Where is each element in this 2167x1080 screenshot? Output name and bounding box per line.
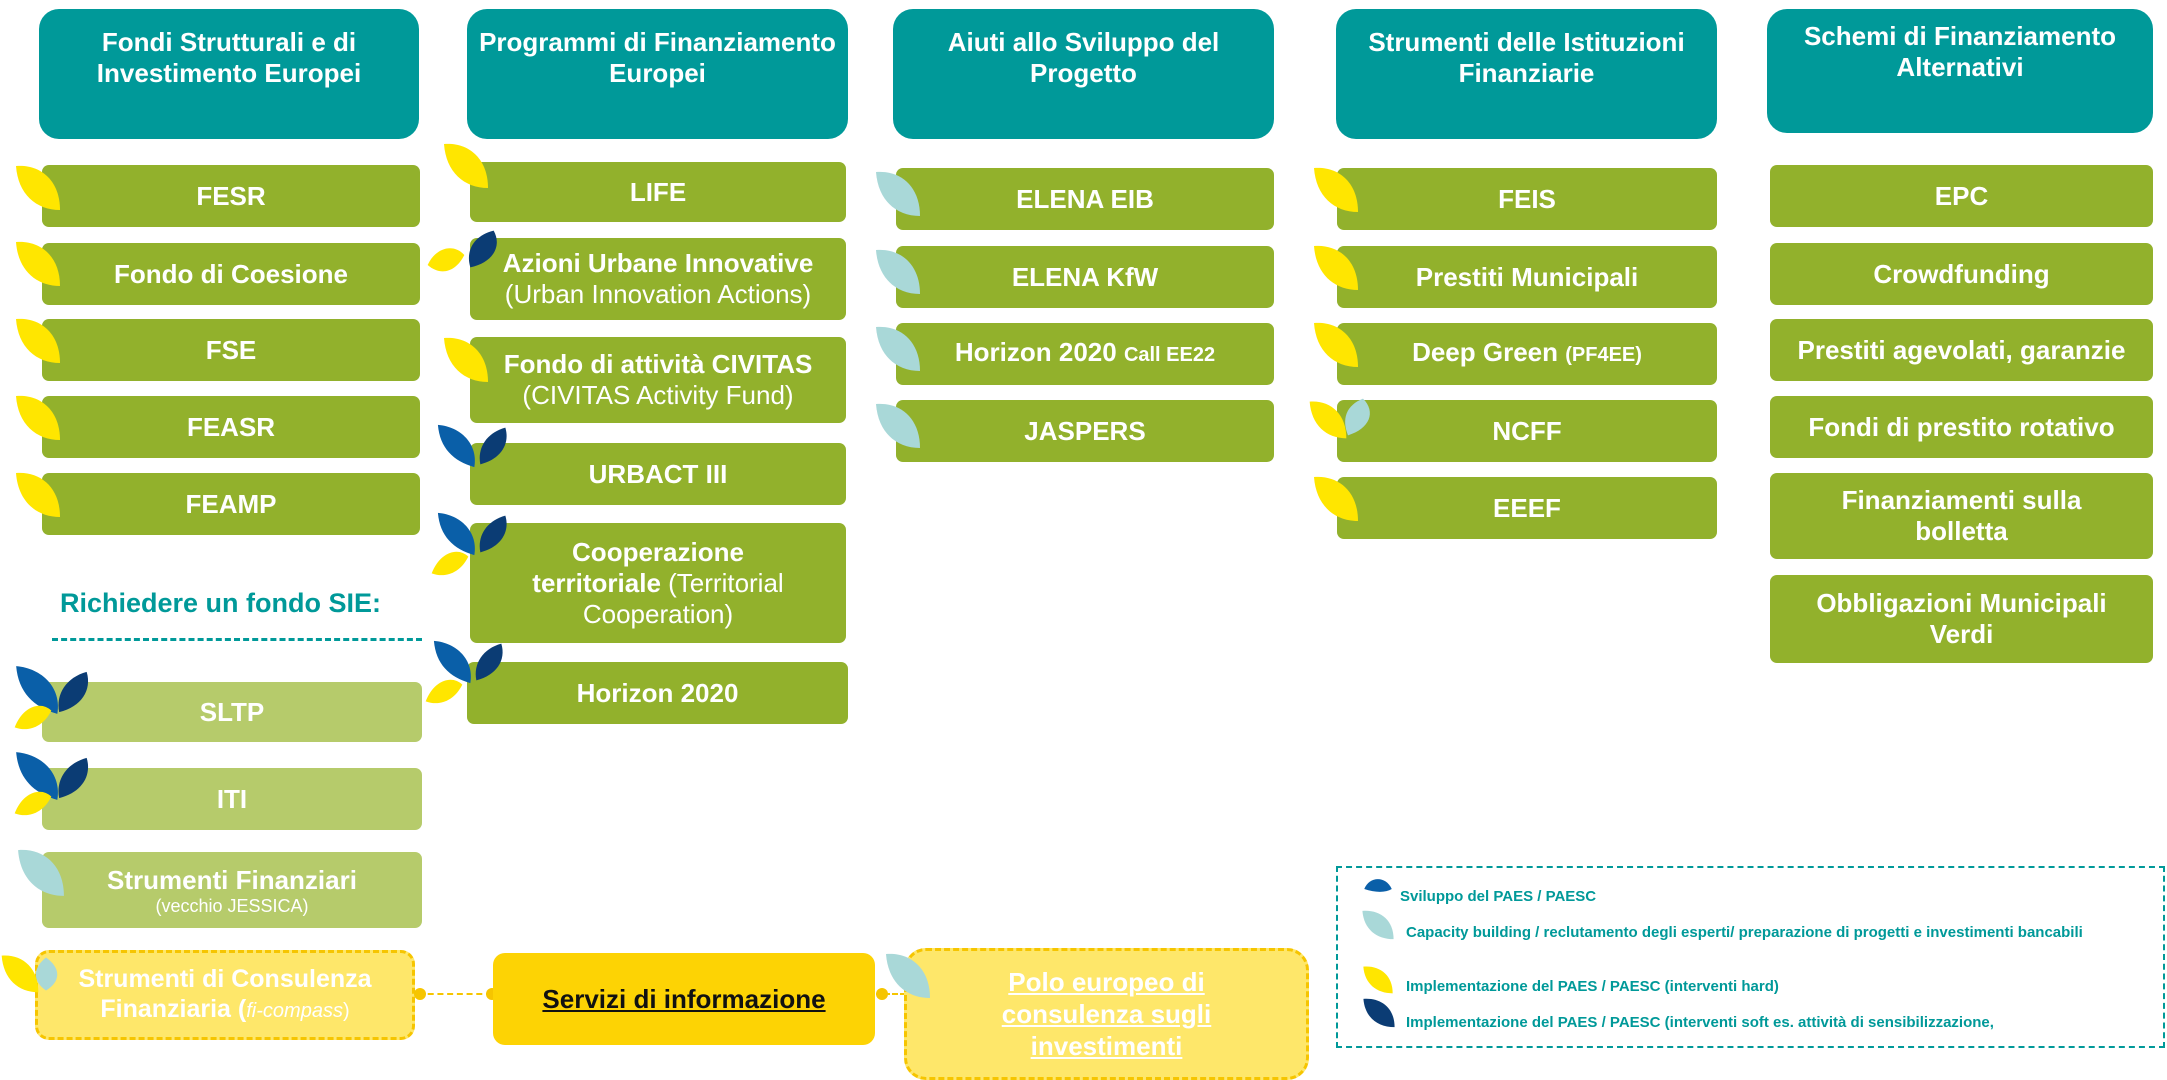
fund-box-fesr[interactable]: FESR [42,165,420,227]
fund-box-civitas[interactable]: Fondo di attività CIVITAS (CIVITAS Activ… [470,337,846,423]
lightblue-leaf-icon [1362,910,1394,940]
yellow-leaf-icon [1314,322,1358,367]
fund-box-horizon-2020[interactable]: Horizon 2020 [467,662,848,724]
legend-item-3: Implementazione del PAES / PAESC (interv… [1406,978,1779,995]
blue-leaf-icon [16,752,58,800]
fund-box-cooperazione[interactable]: Cooperazione territoriale (Territorial C… [470,523,846,643]
fund-box-life[interactable]: LIFE [470,162,846,222]
fund-box-jaspers[interactable]: JASPERS [896,400,1274,462]
yellow-leaf-icon [16,165,60,210]
connector-right [876,993,906,995]
blue-leaf-icon [16,666,58,714]
fund-box-elena-kfw[interactable]: ELENA KfW [896,246,1274,308]
yellow-leaf-icon [1363,966,1393,994]
richiedere-label: Richiedere un fondo SIE: [60,588,382,618]
navy-leaf-icon [475,643,503,681]
polo-europeo-box[interactable]: Polo europeo di consulenza sugli investi… [904,948,1309,1080]
fund-box-fondi-prestito[interactable]: Fondi di prestito rotativo [1770,396,2153,458]
lightblue-leaf-icon [876,403,920,448]
yellow-leaf-icon [14,791,52,816]
lightblue-leaf-icon [876,249,920,294]
fund-box-ncff[interactable]: NCFF [1337,400,1717,462]
legend-item-4: Implementazione del PAES / PAESC (interv… [1406,1014,1994,1031]
column-header-5: Schemi di Finanziamento Alternativi [1767,9,2153,133]
blue-leaf-icon [1364,879,1392,892]
lightblue-leaf-icon [876,171,920,216]
yellow-leaf-icon [431,551,469,576]
fund-box-sltp[interactable]: SLTP [42,682,422,742]
consulenza-finanziaria-box[interactable]: Strumenti di Consulenza Finanziaria (fi-… [35,950,415,1040]
navy-leaf-icon [479,427,507,465]
yellow-leaf-icon [1314,476,1358,521]
yellow-leaf-icon [16,472,60,517]
column-header-4: Strumenti delle Istituzioni Finanziarie [1336,9,1717,139]
fund-box-deep-green[interactable]: Deep Green (PF4EE) [1337,323,1717,385]
yellow-leaf-icon [444,337,488,382]
legend-item-1: Sviluppo del PAES / PAESC [1400,888,1597,905]
lightblue-leaf-icon [18,849,64,896]
yellow-leaf-icon [14,705,52,730]
yellow-leaf-icon [16,395,60,440]
fund-box-crowdfunding[interactable]: Crowdfunding [1770,243,2153,305]
blue-leaf-icon [437,424,475,468]
servizi-informazione-box[interactable]: Servizi di informazione [493,953,875,1045]
navy-leaf-icon [1363,998,1395,1028]
navy-leaf-icon [58,757,89,799]
fund-box-epc[interactable]: EPC [1770,165,2153,227]
fund-box-horizon-call[interactable]: Horizon 2020 Call EE22 [896,323,1274,385]
connector-dot-right [876,988,888,1000]
navy-leaf-icon [468,230,497,268]
yellow-leaf-icon [444,143,488,188]
lightblue-leaf-icon [886,953,930,998]
column-header-1: Fondi Strutturali e di Investimento Euro… [39,9,419,139]
fund-box-iti[interactable]: ITI [42,768,422,830]
yellow-leaf-icon [16,318,60,363]
fund-box-strumenti-finanziari[interactable]: Strumenti Finanziari (vecchio JESSICA) [42,852,422,928]
column-header-3: Aiuti allo Sviluppo del Progetto [893,9,1274,139]
lightblue-leaf-icon [35,957,58,991]
fund-box-prestiti-municipali[interactable]: Prestiti Municipali [1337,246,1717,308]
fund-box-prestiti-agevolati[interactable]: Prestiti agevolati, garanzie [1770,319,2153,381]
fund-box-feamp[interactable]: FEAMP [42,473,420,535]
connector-dot-left-a [414,988,426,1000]
yellow-leaf-icon [1314,167,1358,212]
fund-box-obbligazioni[interactable]: Obbligazioni Municipali Verdi [1770,575,2153,663]
lightblue-leaf-icon [876,326,920,371]
richiedere-divider [52,638,422,641]
blue-leaf-icon [433,640,471,684]
navy-leaf-icon [58,671,89,713]
yellow-leaf-icon [425,679,463,704]
fund-box-feasr[interactable]: FEASR [42,396,420,458]
fund-box-fse[interactable]: FSE [42,319,420,381]
column-header-2: Programmi di Finanziamento Europei [467,9,848,139]
fund-box-eeef[interactable]: EEEF [1337,477,1717,539]
blue-leaf-icon [437,512,475,556]
connector-left [418,993,492,995]
legend-item-2: Capacity building / reclutamento degli e… [1406,924,2083,941]
fund-box-elena-eib[interactable]: ELENA EIB [896,168,1274,230]
navy-leaf-icon [479,515,507,553]
lightblue-leaf-icon [1345,398,1370,436]
legend-box: Sviluppo del PAES / PAESC Capacity build… [1336,866,2165,1048]
fund-box-uia[interactable]: Azioni Urbane Innovative (Urban Innovati… [470,238,846,320]
yellow-leaf-icon [427,248,465,272]
fund-box-feis[interactable]: FEIS [1337,168,1717,230]
fund-box-fondo-coesione[interactable]: Fondo di Coesione [42,243,420,305]
yellow-leaf-icon [1314,245,1358,290]
yellow-leaf-icon [16,241,60,286]
fund-box-urbact[interactable]: URBACT III [470,443,846,505]
fund-box-finanziamenti-bolletta[interactable]: Finanziamenti sulla bolletta [1770,473,2153,559]
